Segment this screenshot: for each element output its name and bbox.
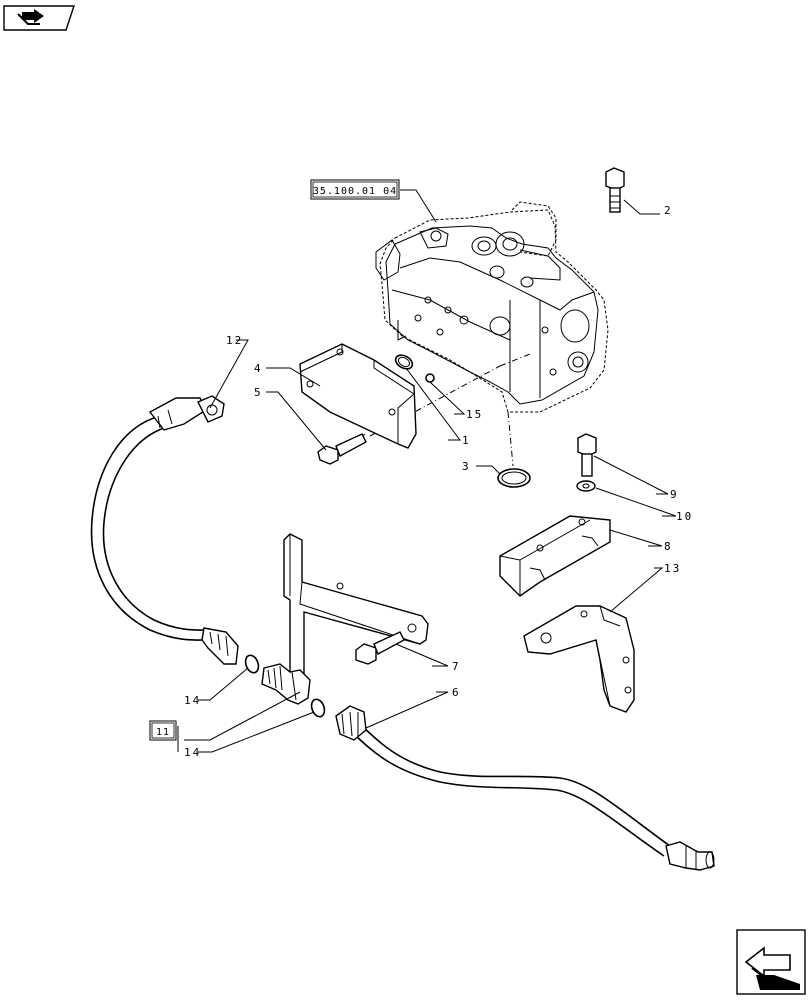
callout-13: 13 [664,562,681,575]
callout-7: 7 [452,660,461,673]
control-valve-body [375,201,609,413]
adapter-fitting [261,663,311,705]
o-ring-3 [497,468,531,488]
bolt-2 [605,167,625,213]
callout-2: 2 [664,204,673,217]
o-ring-15 [425,373,435,383]
callout-12: 12 [226,334,243,347]
callout-4: 4 [254,362,263,375]
callout-9: 9 [670,488,679,501]
bolt-5 [317,433,367,465]
bracket-8 [499,515,611,597]
bolt-9 [577,433,597,477]
group-box[interactable] [149,720,177,741]
bracket-13 [523,605,635,713]
callout-8: 8 [664,540,673,553]
next-page-arrow-icon[interactable] [736,929,806,995]
book-arrow-icon[interactable] [3,5,75,31]
callout-6: 6 [452,686,461,699]
callout-14-lower: 14 [184,746,201,759]
washer-10 [576,480,596,492]
o-ring-1 [394,354,414,370]
bolt-7 [355,631,405,665]
leader-lines [177,189,677,753]
callout-10: 10 [676,510,693,523]
cover-plate [299,343,417,449]
callout-3: 3 [462,460,471,473]
tube-6 [335,705,715,871]
o-ring-14-upper [244,654,260,674]
support-bracket [283,533,429,701]
callout-15: 15 [466,408,483,421]
callout-5: 5 [254,386,263,399]
callout-1: 1 [462,434,471,447]
callout-14-upper: 14 [184,694,201,707]
o-ring-14-lower [310,698,326,718]
reference-box[interactable] [310,179,400,200]
reference-box-label: 35.100.01 04 [313,186,397,197]
group-box-label: 11 [156,727,170,738]
hose-12 [90,395,239,665]
